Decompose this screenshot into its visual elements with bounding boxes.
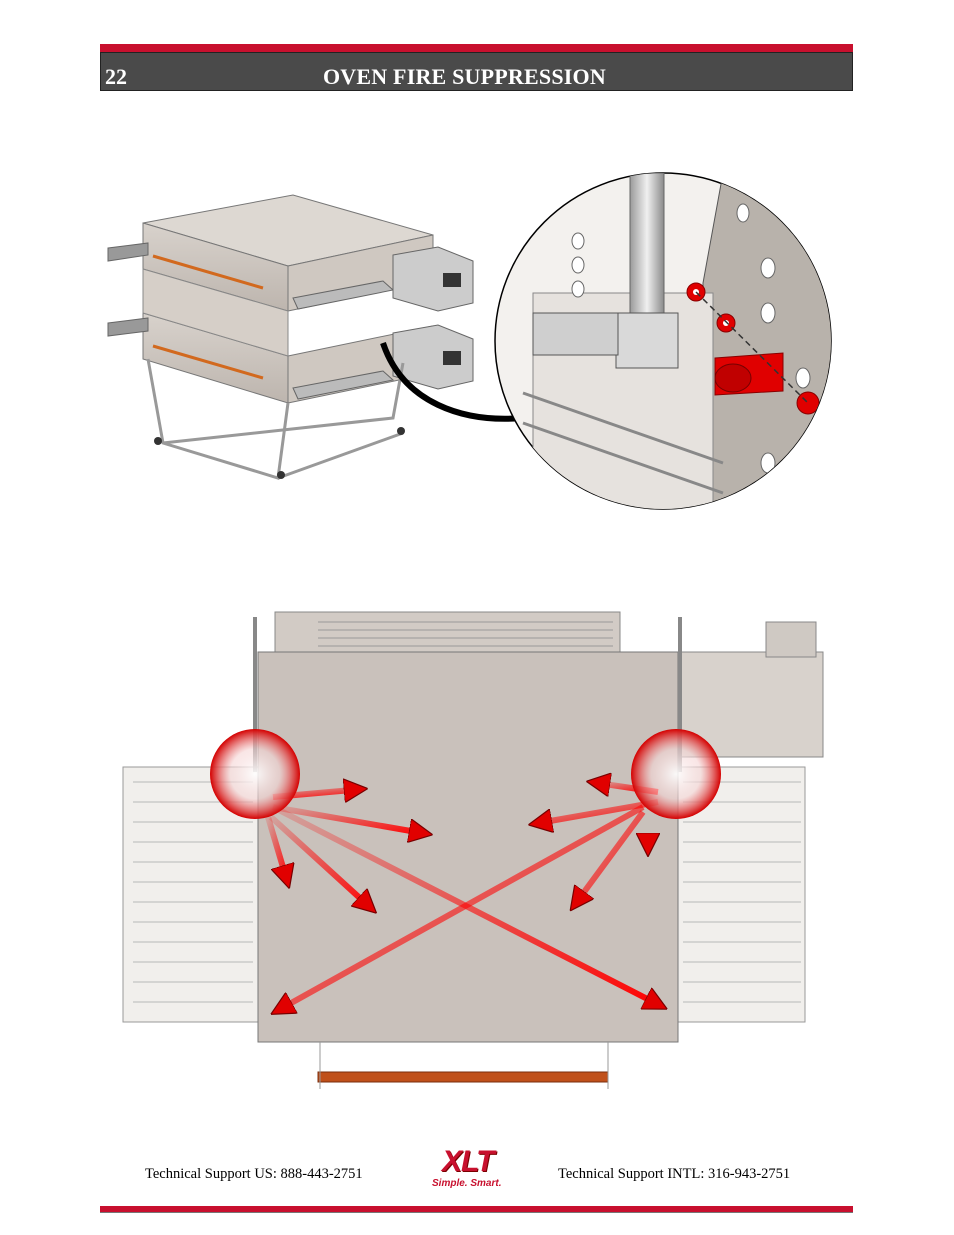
oven-top-view-figure	[122, 611, 824, 1089]
header-band: 22 OVEN FIRE SUPPRESSION	[100, 52, 853, 91]
footer-accent-line	[100, 1206, 853, 1212]
header-accent-line	[100, 44, 853, 52]
logo-wordmark: XLT	[442, 1145, 494, 1178]
page-number: 22	[105, 64, 127, 89]
detail-callout-circle	[494, 172, 832, 510]
conveyor-rail	[317, 1071, 609, 1083]
stacked-oven-drawing	[107, 194, 524, 480]
left-nozzle-highlight	[210, 729, 300, 819]
right-nozzle-highlight	[631, 729, 721, 819]
logo-tagline: Simple. Smart.	[432, 1178, 502, 1189]
footer-divider	[100, 1212, 853, 1213]
page-title: OVEN FIRE SUPPRESSION	[323, 64, 606, 89]
support-intl-text: Technical Support INTL: 316-943-2751	[558, 1166, 791, 1182]
right-nozzle-spray	[275, 782, 658, 1012]
oven-isometric-figure	[107, 172, 832, 510]
page-header: 22 OVEN FIRE SUPPRESSION	[100, 44, 853, 91]
top-vent-panel	[274, 611, 621, 658]
support-us-text: Technical Support US: 888-443-2751	[145, 1166, 363, 1182]
xlt-logo: XLT Simple. Smart.	[430, 1145, 525, 1191]
